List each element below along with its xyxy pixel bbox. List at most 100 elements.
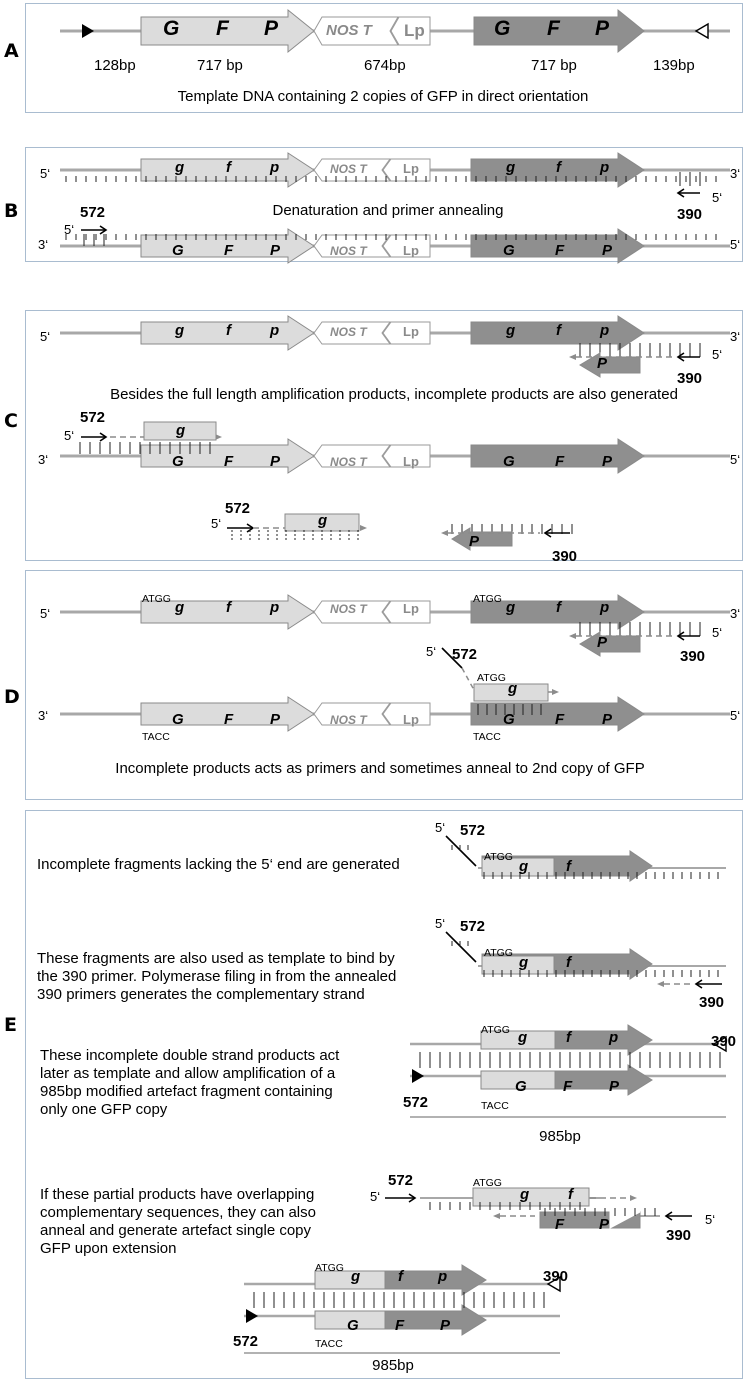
- primer-572-arrow: [445, 931, 477, 963]
- extension-arrowhead: [569, 633, 576, 639]
- panel-d-caption: Incomplete products acts as primers and …: [115, 760, 645, 777]
- fragment-letter: g: [508, 680, 518, 697]
- nos-terminator-label: NOS T: [330, 325, 367, 339]
- gene-letter: P: [595, 17, 610, 40]
- gene-letter: F: [555, 242, 565, 259]
- e-text-line: GFP upon extension: [40, 1240, 177, 1257]
- g-segment: [480, 1070, 556, 1090]
- gene-letter: G: [503, 242, 515, 259]
- gene-letter: f: [556, 599, 561, 616]
- gene-letter: G: [347, 1317, 359, 1334]
- five-prime-mark: 5‘: [712, 347, 723, 362]
- nos-terminator: [313, 702, 391, 726]
- gfp-copy-1-arrow: [140, 228, 315, 264]
- tacc-label: TACC: [473, 731, 501, 743]
- gene-letter: P: [440, 1317, 451, 1334]
- extension-arrowhead: [441, 530, 448, 536]
- gene-letter: f: [568, 1186, 573, 1203]
- e-text-line: only one GFP copy: [40, 1101, 168, 1118]
- gene-letter: g: [175, 322, 185, 339]
- atgg-label: ATGG: [481, 1024, 510, 1036]
- rev-primer-site-triangle: [694, 22, 709, 40]
- primer-arrowhead: [676, 631, 685, 641]
- gene-letter: p: [270, 322, 280, 339]
- linker-region: [382, 702, 431, 726]
- linker-label: Lp: [403, 712, 419, 727]
- extension-arrowhead: [569, 354, 576, 360]
- gfp-copy-1-arrow: [140, 696, 315, 732]
- gene-letter: G: [503, 711, 515, 728]
- fwd-primer-site-triangle: [246, 1309, 258, 1323]
- tacc-label: TACC: [142, 731, 170, 743]
- gene-letter: f: [566, 1029, 571, 1046]
- primer-arrowhead: [694, 979, 703, 989]
- primer-390-label: 390: [543, 1268, 569, 1285]
- fragment-letter: P: [469, 533, 480, 550]
- gene-letter: P: [602, 453, 613, 470]
- primer-390-label: 390: [552, 548, 578, 565]
- gene-letter: F: [555, 453, 565, 470]
- gene-letter: P: [270, 453, 281, 470]
- gene-letter: F: [224, 242, 234, 259]
- three-prime-mark: 3‘: [38, 452, 49, 467]
- gene-letter: f: [566, 858, 571, 875]
- primer-572-label: 572: [225, 500, 251, 517]
- gene-letter: f: [398, 1268, 403, 1285]
- nos-terminator: [313, 158, 391, 182]
- nos-terminator-label: NOS T: [330, 162, 367, 176]
- five-prime-mark: 5‘: [730, 452, 741, 467]
- five-prime-mark: 5‘: [64, 428, 75, 443]
- length-label: 717 bp: [197, 57, 243, 74]
- linker-region: [382, 444, 431, 468]
- length-label: 139bp: [653, 57, 695, 74]
- atgg-label: ATGG: [473, 593, 502, 605]
- tacc-label: TACC: [481, 1100, 509, 1112]
- primer-390-label: 390: [699, 994, 725, 1011]
- linker-region: [382, 321, 431, 345]
- e-text-line: later as template and allow amplificatio…: [40, 1065, 336, 1082]
- three-prime-mark: 3‘: [730, 606, 741, 621]
- gene-letter: G: [503, 453, 515, 470]
- panel-label-e: E: [4, 1014, 17, 1036]
- tacc-label: TACC: [315, 1338, 343, 1350]
- extension-arrowhead: [360, 525, 367, 531]
- nos-terminator-label: NOS T: [326, 22, 372, 39]
- primer-arrowhead: [664, 1211, 673, 1221]
- linker-label: Lp: [403, 243, 419, 258]
- linker-region: [382, 158, 431, 182]
- gene-letter: F: [224, 711, 234, 728]
- nos-terminator-label: NOS T: [330, 455, 367, 469]
- gene-letter: g: [351, 1268, 361, 1285]
- gene-letter: f: [556, 322, 561, 339]
- panel-e-border: [25, 810, 743, 1379]
- primer-390-label: 390: [666, 1227, 692, 1244]
- linker-label: Lp: [403, 601, 419, 616]
- extension-arrowhead: [215, 434, 222, 440]
- primer-arrowhead: [408, 1193, 417, 1203]
- primer-572-label: 572: [452, 646, 478, 663]
- e-text-line: These fragments are also used as templat…: [37, 950, 395, 967]
- five-prime-mark: 5‘: [712, 190, 723, 205]
- five-prime-mark: 5‘: [211, 516, 222, 531]
- atgg-label: ATGG: [484, 851, 513, 863]
- primer-572-arrow: [445, 835, 477, 867]
- length-label: 717 bp: [531, 57, 577, 74]
- e-text-line: These incomplete double strand products …: [40, 1047, 340, 1064]
- gene-letter: P: [609, 1078, 620, 1095]
- gene-letter: f: [556, 159, 561, 176]
- gfp-copy-2-arrow: [470, 228, 645, 264]
- panel-a-border: [25, 3, 743, 113]
- nos-terminator: [313, 234, 391, 258]
- g-fragment-box: [143, 421, 217, 441]
- linker-region: [382, 234, 431, 258]
- nos-terminator: [313, 444, 391, 468]
- nos-terminator: [313, 321, 391, 345]
- five-prime-mark: 5‘: [435, 916, 446, 931]
- gfp-copy-2-arrow: [470, 438, 645, 474]
- gene-letter: G: [172, 242, 184, 259]
- five-prime-mark: 5‘: [435, 820, 446, 835]
- gene-letter: F: [224, 453, 234, 470]
- e-text-line: Incomplete fragments lacking the 5‘ end …: [37, 856, 400, 873]
- atgg-label: ATGG: [477, 672, 506, 684]
